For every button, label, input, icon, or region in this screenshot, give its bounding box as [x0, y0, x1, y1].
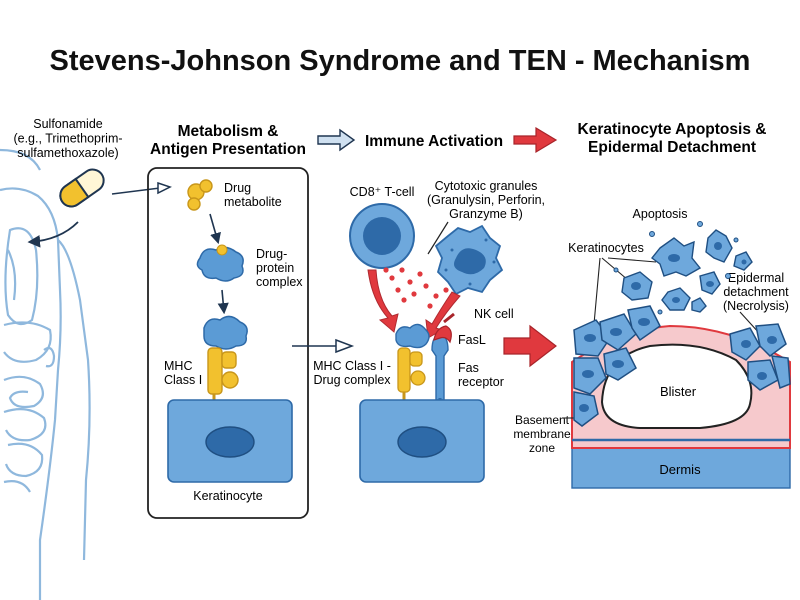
cytotoxic-granules-label: Cytotoxic granules(Granulysin, Perforin,…: [427, 179, 545, 221]
text-line: Drug-: [256, 247, 287, 261]
text-line: (e.g., Trimethoprim-: [13, 132, 122, 146]
text-line: Metabolism &: [178, 123, 279, 140]
metabolite-arrow: [209, 213, 221, 245]
text-line: Epidermal Detachment: [588, 139, 756, 156]
apoptotic-nuclei: [631, 242, 747, 303]
text-line: Antigen Presentation: [150, 141, 306, 158]
mhc-drug-complex-icon: [395, 323, 430, 410]
cytotoxic-granules: [383, 267, 449, 309]
text-line: Blister: [660, 384, 697, 399]
text-line: complex: [256, 275, 303, 289]
text-line: Sulfonamide: [33, 117, 103, 131]
apoptotic-cells: [621, 229, 753, 313]
pill-to-metabolism-arrow: [111, 181, 172, 195]
mhc-class-i-icon: [203, 315, 248, 410]
text-line: metabolite: [224, 195, 282, 209]
fas-ligand-icon: [433, 312, 455, 344]
diagram-title: Stevens-Johnson Syndrome and TEN - Mecha…: [50, 45, 751, 77]
text-line: membrane: [513, 427, 571, 441]
text-line: Keratinocytes: [568, 241, 644, 255]
keratinocyte-label: Keratinocyte: [193, 489, 263, 503]
text-line: MHC Class I -: [313, 359, 391, 373]
text-line: Fas: [458, 361, 479, 375]
text-line: zone: [529, 441, 555, 455]
text-line: Dermis: [659, 462, 701, 477]
text-line: (Granulysin, Perforin,: [427, 193, 545, 207]
text-line: receptor: [458, 375, 504, 389]
text-line: Drug complex: [313, 373, 391, 387]
immune-activation-header: Immune Activation: [365, 133, 503, 150]
drug-label: Sulfonamide(e.g., Trimethoprim-sulfameth…: [13, 117, 122, 160]
text-line: Class I: [164, 373, 202, 387]
text-line: Immune Activation: [365, 133, 503, 150]
drug-protein-complex-icon: [196, 244, 244, 282]
keratinocyte-nucleus: [205, 426, 255, 458]
apoptosis-label: Apoptosis: [633, 207, 688, 221]
target-keratinocyte-nucleus: [397, 426, 447, 458]
fasl-label: FasL: [458, 333, 486, 347]
text-line: MHC: [164, 359, 192, 373]
nk-cell-label: NK cell: [474, 307, 514, 321]
text-line: sulfamethoxazole): [17, 146, 118, 160]
text-line: FasL: [458, 333, 486, 347]
sulfonamide-pill-icon: [59, 168, 105, 208]
cytotoxic-attack-arrows: [367, 269, 461, 339]
drug-metabolite-icon: [187, 179, 213, 211]
ingestion-arrow: [27, 221, 79, 248]
cd8-t-cell-nucleus: [363, 217, 401, 255]
blister: [600, 343, 753, 429]
metabolism-header: Metabolism &Antigen Presentation: [150, 123, 306, 158]
apoptotic-fragments: [613, 221, 739, 315]
cd8-label: CD8⁺ T-cell: [350, 185, 415, 199]
text-line: Cytotoxic granules: [435, 179, 538, 193]
mhc-to-immune-arrow: [292, 338, 355, 354]
text-line: Keratinocyte Apoptosis &: [578, 121, 767, 138]
dermis-layer: [571, 447, 791, 489]
mhc-drug-complex-label: MHC Class I -Drug complex: [313, 359, 391, 387]
text-line: protein: [256, 261, 294, 275]
human-body-outline: [0, 148, 91, 600]
keratinocyte-nuclei-left: [579, 318, 650, 412]
text-line: Epidermal: [728, 271, 784, 285]
text-line: Keratinocyte: [193, 489, 263, 503]
text-line: (Necrolysis): [723, 299, 789, 313]
metabolism-panel: [147, 167, 309, 519]
blister-label: Blister: [660, 384, 697, 399]
text-line: NK cell: [474, 307, 514, 321]
header-arrow-1: [317, 128, 356, 152]
text-line: Basement: [515, 413, 570, 427]
text-line: Apoptosis: [633, 207, 688, 221]
apoptosis-header: Keratinocyte Apoptosis &Epidermal Detach…: [578, 121, 767, 156]
granules-pointer: [427, 221, 449, 255]
dermis-label: Dermis: [659, 462, 701, 477]
text-line: CD8⁺ T-cell: [350, 185, 415, 199]
text-line: Stevens-Johnson Syndrome and TEN - Mecha…: [50, 45, 751, 77]
apoptosis-arrow: [503, 324, 557, 368]
nk-cell: [434, 224, 504, 296]
keratinocytes-label: Keratinocytes: [568, 241, 644, 255]
keratinocyte-nuclei-right: [741, 336, 777, 380]
header-arrow-2: [513, 126, 558, 154]
text-line: detachment: [723, 285, 789, 299]
complex-arrow: [217, 289, 229, 315]
text-line: Granzyme B): [449, 207, 523, 221]
text-line: Drug: [224, 181, 251, 195]
